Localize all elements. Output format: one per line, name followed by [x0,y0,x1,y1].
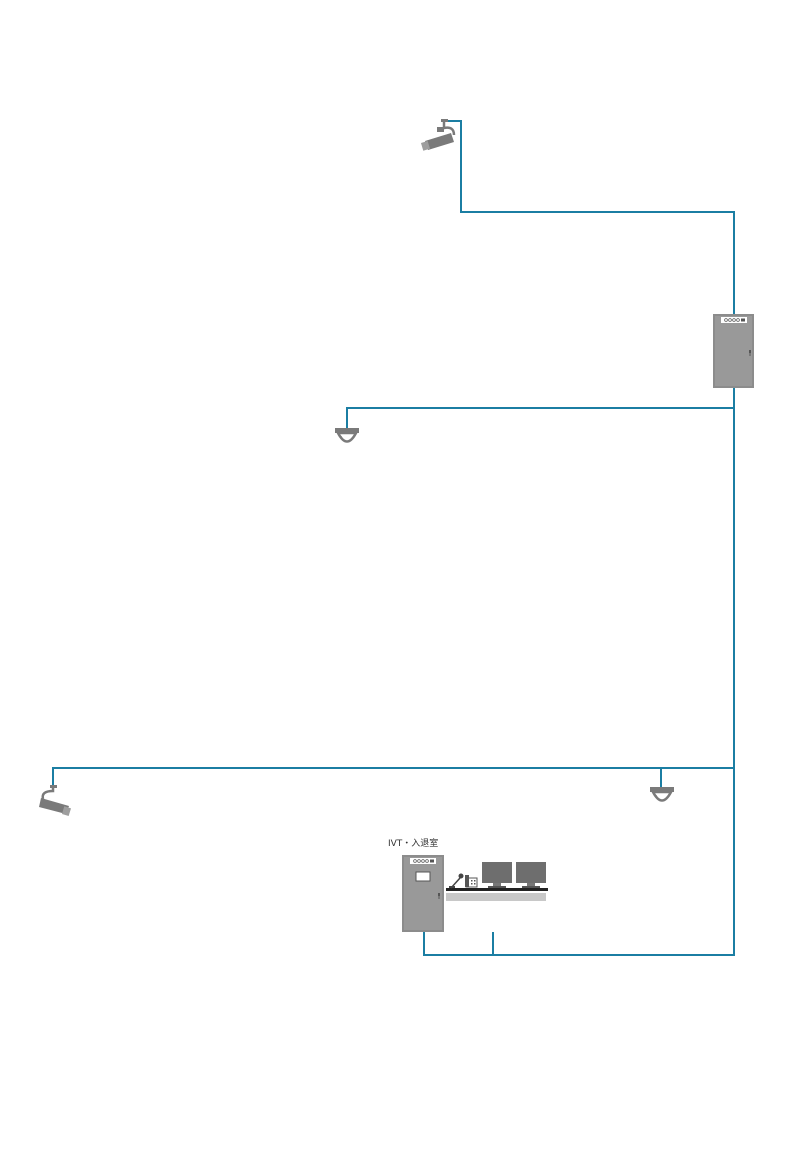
dome-camera-icon [650,787,674,802]
wire-main-trunk [423,388,735,956]
wire-lower-branch [52,767,734,786]
dome-camera-icon [335,428,359,443]
server-rack-icon [713,314,754,388]
cctv-camera-icon [420,119,456,151]
workstation-icon [446,862,548,901]
wire-upper-dome [346,407,734,428]
wire-top-camera [447,120,735,314]
wiring [52,120,735,956]
server-rack-icon [402,855,444,932]
cctv-camera-icon [39,785,71,816]
room-label: IVT・入退室 [388,839,439,849]
